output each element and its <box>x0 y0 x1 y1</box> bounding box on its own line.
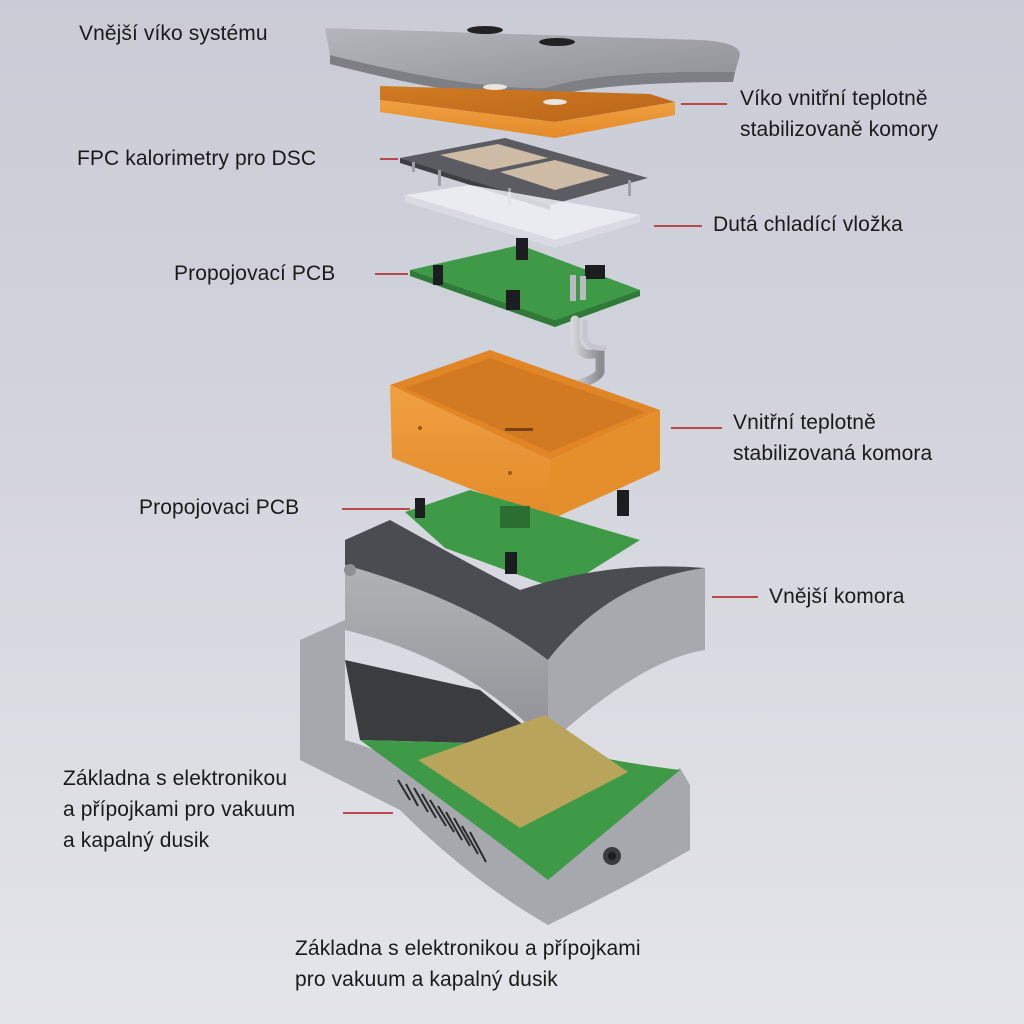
label-inner-lid: Víko vnitřní teplotně stabilizovaně komo… <box>740 83 938 145</box>
leader-fpc <box>380 158 398 160</box>
leader-outer-chamber <box>712 596 758 598</box>
label-inner-chamber-line1: Vnitřní teplotně <box>733 411 876 434</box>
inner-chamber-part <box>390 350 660 520</box>
label-base-left-line3: a kapalný dusik <box>63 829 210 852</box>
inner-lid-part <box>380 84 675 138</box>
pcb-top-part <box>410 238 640 327</box>
base-part <box>300 620 690 925</box>
cooling-insert-part <box>405 185 640 248</box>
label-inner-lid-line1: Víko vnitřní teplotně <box>740 87 928 110</box>
label-inner-chamber: Vnitřní teplotně stabilizovaná komora <box>733 407 932 469</box>
leader-base <box>343 812 393 814</box>
label-fpc: FPC kalorimetry pro DSC <box>77 147 317 170</box>
label-pcb-bottom: Propojovaci PCB <box>139 496 300 519</box>
label-base-left-line2: a přípojkami pro vakuum <box>63 798 296 821</box>
leader-pcb-bottom <box>342 508 410 510</box>
label-outer-chamber: Vnější komora <box>769 585 905 608</box>
label-base-bottom: Základna s elektronikou a přípojkami pro… <box>295 933 641 995</box>
label-inner-chamber-line2: stabilizovaná komora <box>733 442 933 465</box>
label-outer-lid: Vnější víko systému <box>79 22 268 45</box>
label-pcb-top: Propojovací PCB <box>174 262 336 285</box>
label-base-bottom-line1: Základna s elektronikou a přípojkami <box>295 937 641 960</box>
label-inner-lid-line2: stabilizovaně komory <box>740 118 939 141</box>
label-base-left: Základna s elektronikou a přípojkami pro… <box>63 763 295 856</box>
outer-chamber-part <box>344 520 705 745</box>
outer-lid-part <box>325 26 740 99</box>
label-base-left-line1: Základna s elektronikou <box>63 767 288 790</box>
leader-pcb-top <box>375 273 408 275</box>
label-base-bottom-line2: pro vakuum a kapalný dusik <box>295 968 558 991</box>
leader-inner-chamber <box>671 427 722 429</box>
label-cooling-insert: Dutá chladící vložka <box>713 213 903 236</box>
pcb-bottom-part <box>405 490 640 590</box>
leader-inner-lid <box>681 103 727 105</box>
leader-cooling-insert <box>654 225 702 227</box>
